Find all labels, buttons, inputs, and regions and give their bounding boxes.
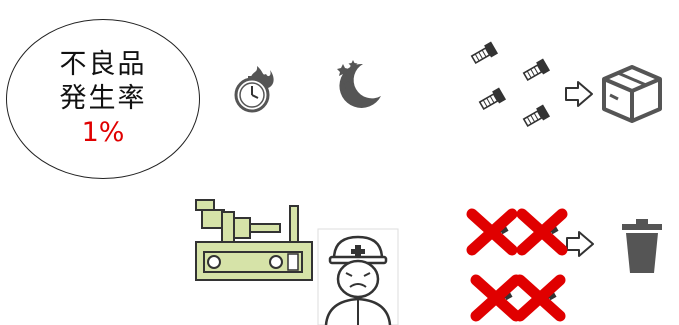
moon-and-stars-icon	[333, 58, 383, 110]
cardboard-box-icon	[600, 63, 664, 123]
right-arrow-icon	[564, 80, 594, 108]
screw-icon	[478, 86, 508, 112]
tired-worker-icon	[318, 229, 398, 325]
red-x-icon	[514, 272, 566, 322]
clock-on-fire-icon	[232, 66, 276, 114]
screw-icon	[522, 57, 552, 83]
red-x-icon	[466, 206, 518, 256]
screw-icon	[470, 40, 500, 66]
trash-can-icon	[622, 219, 662, 275]
badge-line-2: 発生率	[60, 82, 147, 116]
right-arrow-icon	[565, 230, 595, 258]
red-x-icon	[516, 206, 568, 256]
screw-icon	[522, 103, 552, 129]
injection-machine-icon	[192, 196, 320, 288]
defect-rate-badge: 不良品 発生率 1%	[6, 19, 200, 179]
defect-rate-value: 1%	[82, 116, 125, 150]
badge-line-1: 不良品	[60, 48, 147, 82]
